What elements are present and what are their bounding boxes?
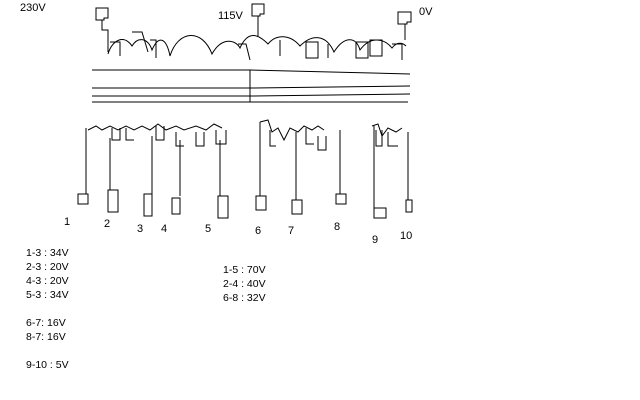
terminal-label-1: 1 <box>64 216 71 228</box>
primary-winding <box>95 3 412 61</box>
terminal-6 <box>255 195 267 211</box>
terminal-5 <box>217 195 229 219</box>
label-115v: 115V <box>218 10 243 22</box>
terminal-label-9: 9 <box>372 234 379 246</box>
voltage-line: 2-4 : 40V <box>223 278 266 290</box>
voltage-line: 1-5 : 70V <box>223 264 266 276</box>
terminal-label-8: 8 <box>334 221 341 233</box>
secondary-coil-a <box>87 123 223 131</box>
terminal-label-10: 10 <box>400 230 413 242</box>
terminal-230v <box>95 7 109 21</box>
terminal-4 <box>171 197 181 215</box>
terminal-8 <box>335 193 347 205</box>
terminal-3 <box>143 193 153 217</box>
secondary-winding-6-8 <box>255 119 347 215</box>
terminal-label-6: 6 <box>255 225 262 237</box>
transformer-core <box>92 69 411 103</box>
terminal-0v <box>397 11 412 25</box>
label-0v: 0V <box>419 6 433 18</box>
terminal-9 <box>373 207 387 219</box>
terminal-label-5: 5 <box>205 223 212 235</box>
secondary-winding-9-10 <box>371 123 413 219</box>
secondary-winding-1-5 <box>77 123 229 219</box>
terminal-115v <box>251 3 265 17</box>
terminal-label-3: 3 <box>137 223 144 235</box>
terminal-label-2: 2 <box>104 218 111 230</box>
label-230v: 230V <box>20 2 46 14</box>
voltage-line: 5-3 : 34V <box>26 289 69 301</box>
voltage-line: 9-10 : 5V <box>26 359 69 371</box>
terminal-10 <box>405 199 413 213</box>
voltage-line: 4-3 : 20V <box>26 275 69 287</box>
terminal-7 <box>291 199 303 215</box>
voltage-line: 1-3 : 34V <box>26 247 69 259</box>
voltage-line: 6-7: 16V <box>26 317 66 329</box>
terminal-label-7: 7 <box>288 225 295 237</box>
voltage-line: 6-8 : 32V <box>223 292 266 304</box>
voltage-line: 2-3 : 20V <box>26 261 69 273</box>
primary-coil <box>107 35 407 57</box>
voltage-line: 8-7: 16V <box>26 331 66 343</box>
terminal-2 <box>107 189 119 213</box>
lead-230v <box>101 20 109 52</box>
terminal-label-4: 4 <box>161 223 168 235</box>
terminal-1 <box>77 193 89 205</box>
